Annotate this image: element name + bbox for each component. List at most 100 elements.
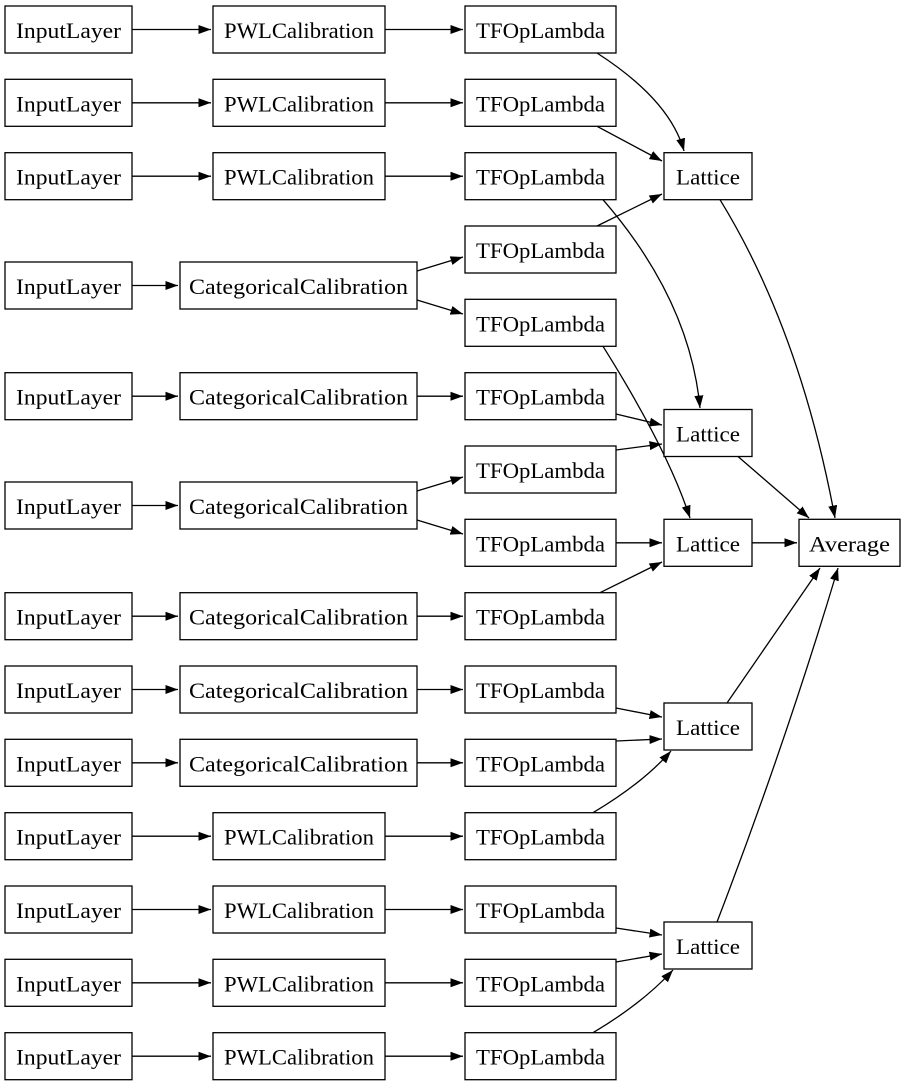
- lambda-11-label: TFOpLambda: [476, 751, 605, 776]
- input-7-label: InputLayer: [16, 605, 122, 630]
- edge-lattice-4-to-average: [726, 567, 821, 704]
- input-6-box: [4, 481, 133, 530]
- node-lattice-2: Lattice: [663, 408, 753, 458]
- node-lattice-3: Lattice: [663, 518, 753, 567]
- node-lambda-15: TFOpLambda: [464, 1032, 617, 1081]
- lambda-14-label: TFOpLambda: [476, 971, 605, 996]
- edge-calib-4-to-lambda-4: [416, 256, 464, 272]
- edge-lambda-13-to-lattice-5: [615, 927, 663, 938]
- lambda-2-label: TFOpLambda: [476, 91, 605, 116]
- node-layer: InputLayerInputLayerInputLayerInputLayer…: [4, 5, 901, 1081]
- node-input-4: InputLayer: [4, 261, 133, 310]
- lattice-2-label: Lattice: [676, 422, 740, 447]
- calib-7-label: CategoricalCalibration: [189, 605, 408, 630]
- node-calib-9: CategoricalCalibration: [179, 738, 418, 787]
- edge-lambda-6-to-lattice-2: [615, 413, 663, 427]
- input-6-label: InputLayer: [16, 494, 122, 519]
- calib-9-box: [179, 738, 418, 787]
- input-9-box: [4, 738, 133, 787]
- edge-lambda-2-to-lattice-1: [596, 125, 663, 162]
- node-input-11: InputLayer: [4, 885, 133, 934]
- lambda-11-box: [464, 738, 617, 787]
- input-4-label: InputLayer: [16, 274, 122, 299]
- lattice-3-box: [663, 518, 753, 567]
- edge-lattice-1-to-average: [719, 199, 838, 519]
- average-box: [798, 518, 901, 567]
- node-input-3: InputLayer: [4, 152, 133, 201]
- node-input-5: InputLayer: [4, 372, 133, 421]
- edge-calib-6-to-lambda-7: [416, 476, 464, 492]
- calib-12-label: PWLCalibration: [224, 971, 374, 996]
- calib-4-label: CategoricalCalibration: [189, 274, 408, 299]
- node-calib-12: PWLCalibration: [212, 958, 386, 1007]
- calib-12-box: [212, 958, 386, 1007]
- node-lambda-4: TFOpLambda: [464, 225, 617, 274]
- lambda-1-box: [464, 5, 617, 54]
- lambda-9-label: TFOpLambda: [476, 605, 605, 630]
- node-lambda-8: TFOpLambda: [464, 518, 617, 567]
- node-input-13: InputLayer: [4, 1032, 133, 1081]
- input-1-box: [4, 5, 133, 54]
- node-lambda-12: TFOpLambda: [464, 812, 617, 861]
- node-lambda-14: TFOpLambda: [464, 958, 617, 1007]
- input-4-box: [4, 261, 133, 310]
- lambda-4-label: TFOpLambda: [476, 238, 605, 263]
- node-input-1: InputLayer: [4, 5, 133, 54]
- calib-13-box: [212, 1032, 386, 1081]
- input-12-label: InputLayer: [16, 971, 122, 996]
- lambda-7-label: TFOpLambda: [476, 458, 605, 483]
- edge-lambda-7-to-lattice-2: [615, 441, 663, 451]
- input-11-label: InputLayer: [16, 898, 122, 923]
- node-lambda-9: TFOpLambda: [464, 592, 617, 641]
- input-9-label: InputLayer: [16, 751, 122, 776]
- calib-10-label: PWLCalibration: [224, 825, 374, 850]
- lambda-12-box: [464, 812, 617, 861]
- node-lambda-5: TFOpLambda: [464, 298, 617, 347]
- calib-5-label: CategoricalCalibration: [189, 385, 408, 410]
- lambda-12-label: TFOpLambda: [476, 825, 605, 850]
- lambda-14-box: [464, 958, 617, 1007]
- calib-8-box: [179, 665, 418, 714]
- node-input-8: InputLayer: [4, 665, 133, 714]
- calib-6-label: CategoricalCalibration: [189, 494, 408, 519]
- node-lambda-11: TFOpLambda: [464, 738, 617, 787]
- node-lambda-1: TFOpLambda: [464, 5, 617, 54]
- input-13-box: [4, 1032, 133, 1081]
- lattice-3-label: Lattice: [676, 531, 740, 556]
- edge-lambda-5-to-lattice-3: [602, 345, 691, 519]
- lambda-13-label: TFOpLambda: [476, 898, 605, 923]
- calib-13-label: PWLCalibration: [224, 1045, 374, 1070]
- input-3-label: InputLayer: [16, 165, 122, 190]
- edge-lambda-4-to-lattice-1: [596, 193, 663, 227]
- lambda-7-box: [464, 445, 617, 494]
- lattice-4-box: [663, 702, 753, 751]
- lambda-4-box: [464, 225, 617, 274]
- input-8-box: [4, 665, 133, 714]
- calib-7-box: [179, 592, 418, 641]
- calib-11-box: [212, 885, 386, 934]
- calib-2-label: PWLCalibration: [224, 91, 374, 116]
- node-calib-2: PWLCalibration: [212, 78, 386, 127]
- input-5-box: [4, 372, 133, 421]
- lambda-5-label: TFOpLambda: [476, 311, 605, 336]
- edge-layer: [132, 25, 839, 1061]
- node-calib-3: PWLCalibration: [212, 152, 386, 201]
- calib-1-label: PWLCalibration: [224, 18, 374, 43]
- node-calib-6: CategoricalCalibration: [179, 481, 418, 530]
- node-lattice-5: Lattice: [663, 921, 753, 970]
- calib-9-label: CategoricalCalibration: [189, 751, 408, 776]
- calib-1-box: [212, 5, 386, 54]
- edge-lambda-11-to-lattice-4: [615, 735, 663, 745]
- lambda-8-label: TFOpLambda: [476, 531, 605, 556]
- input-2-box: [4, 78, 133, 127]
- lattice-1-label: Lattice: [676, 165, 740, 190]
- lambda-3-label: TFOpLambda: [476, 165, 605, 190]
- edge-lambda-15-to-lattice-5: [592, 969, 674, 1034]
- node-average: Average: [798, 518, 901, 567]
- node-input-10: InputLayer: [4, 812, 133, 861]
- lambda-1-label: TFOpLambda: [476, 18, 605, 43]
- lambda-2-box: [464, 78, 617, 127]
- lambda-5-box: [464, 298, 617, 347]
- edge-lattice-2-to-average: [737, 456, 810, 519]
- input-12-box: [4, 958, 133, 1007]
